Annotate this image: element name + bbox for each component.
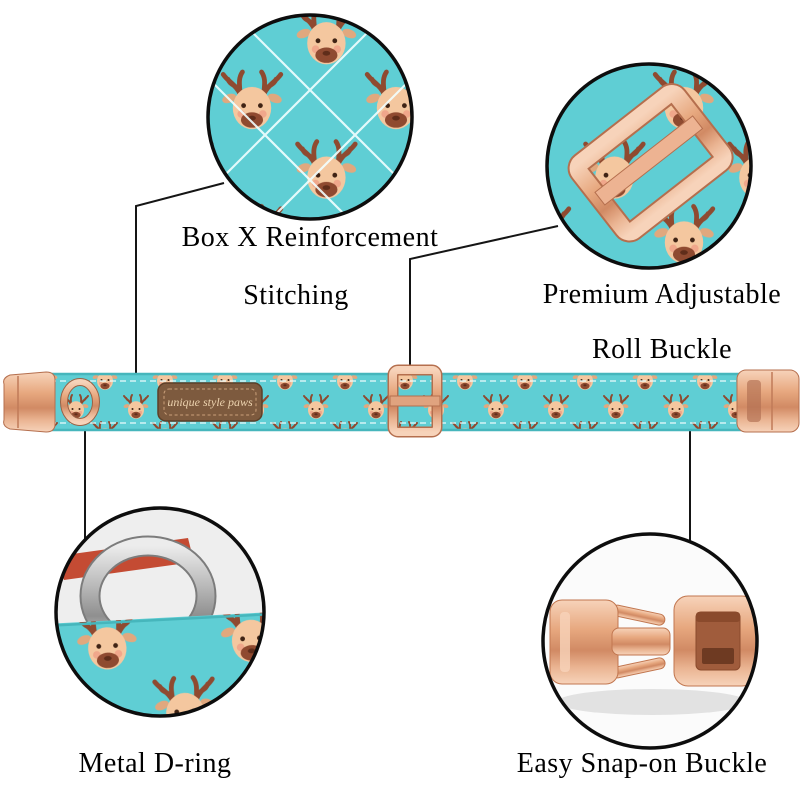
label-stitching-line2: Stitching [243,280,349,311]
label-adjustable-line1: Premium Adjustable [542,279,782,310]
collar-left-buckle [3,371,56,433]
callout-circle-adjustable-buckle [545,62,753,270]
collar-right-buckle [736,369,800,433]
label-adjustable-line2: Roll Buckle [591,334,733,365]
callout-circle-snap-buckle [541,532,759,750]
snap-buckle-male-illustration [549,599,671,685]
leader-lines [84,182,691,542]
leader-line-adjustable [409,225,559,373]
collar-leather-tag: unique style paws [157,382,263,422]
brand-tag-text: unique style paws [167,395,253,409]
callout-circle-dring [54,506,266,718]
label-stitching-line1: Box X Reinforcement [181,222,439,253]
collar-slider [387,364,443,438]
label-snap: Easy Snap-on Buckle [516,748,768,779]
callout-circle-stitching [206,13,414,221]
leader-line-stitching [135,182,225,373]
collar: unique style paws [3,364,800,438]
snap-buckle-female-illustration [673,595,757,687]
label-dring: Metal D-ring [78,748,232,779]
roll-buckle-illustration [567,83,734,243]
